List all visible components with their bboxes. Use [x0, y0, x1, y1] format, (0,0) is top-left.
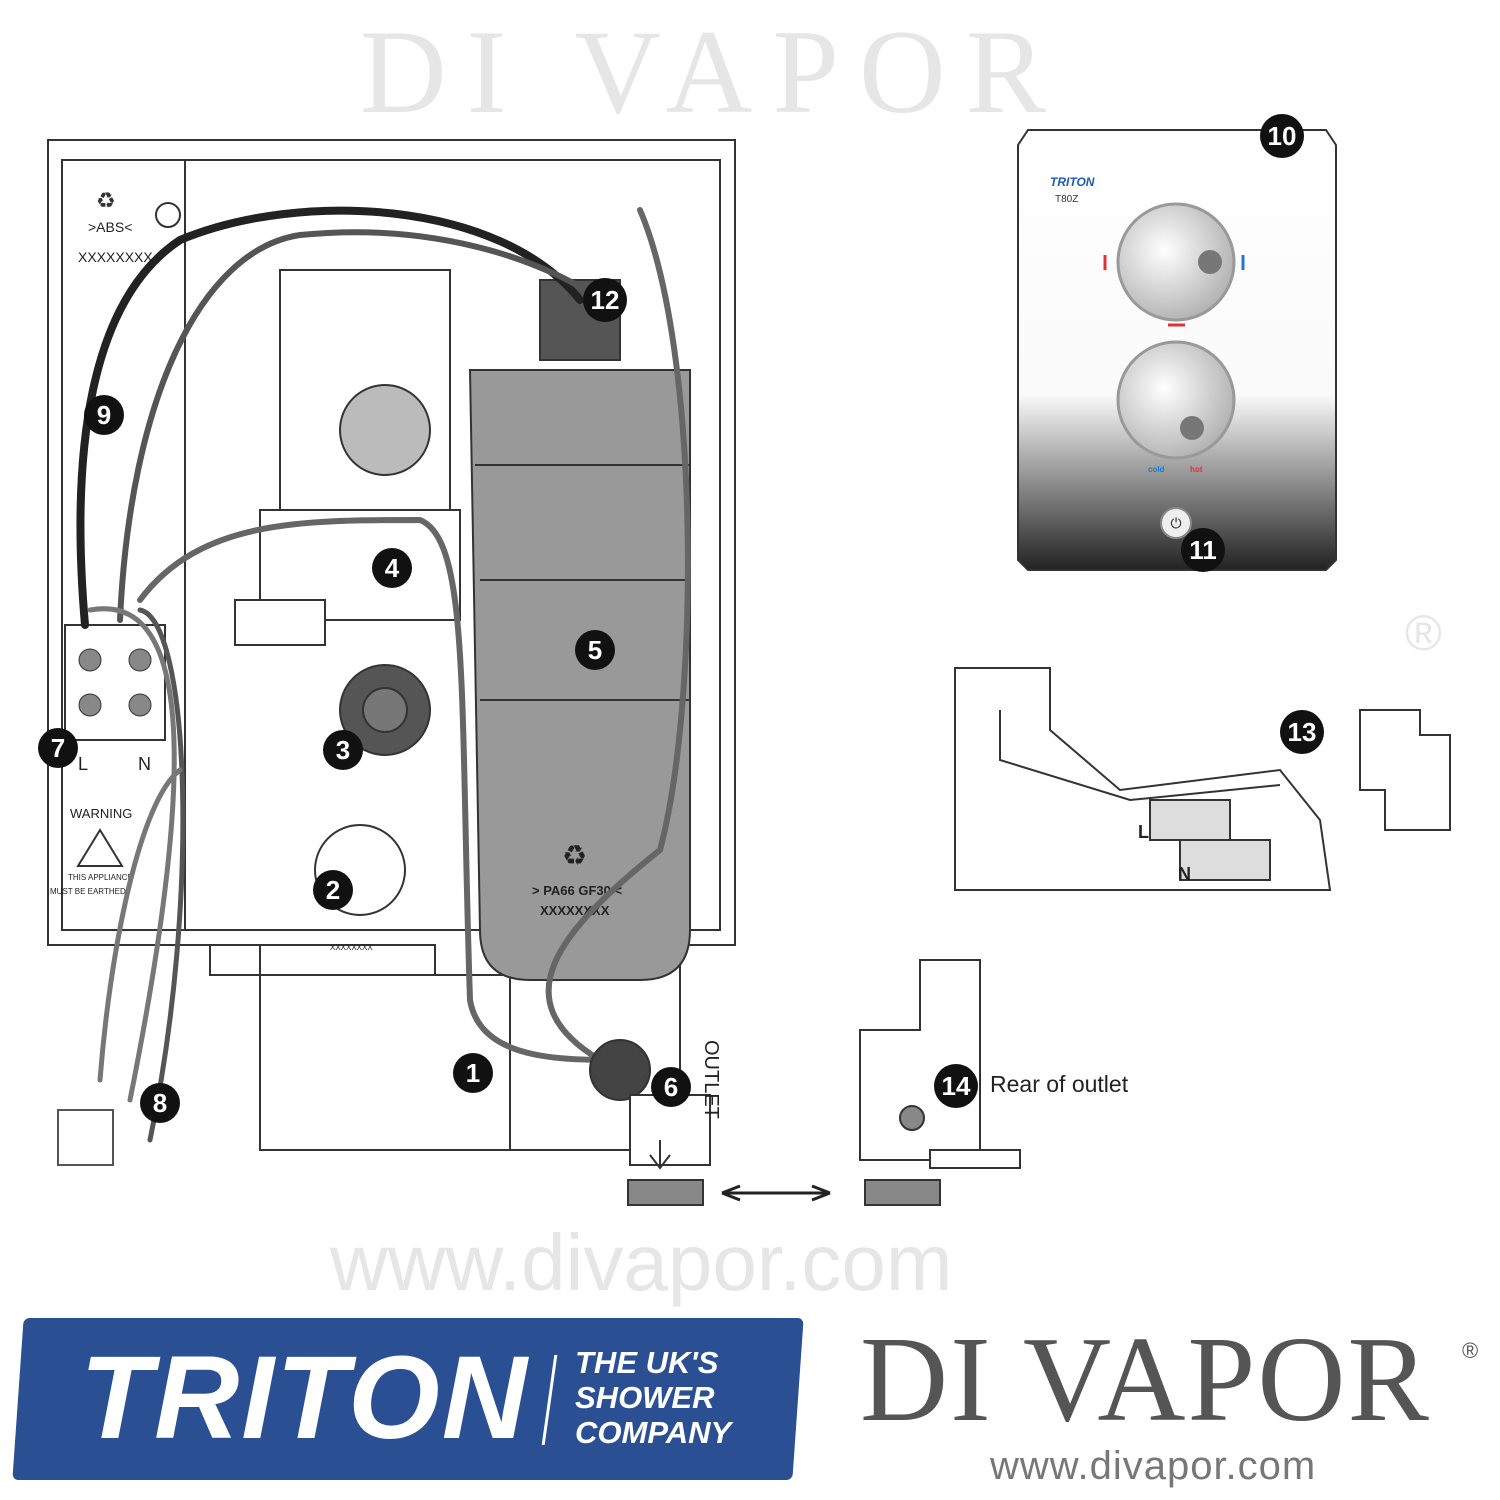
serial-label: XXXXXXXX: [78, 249, 153, 265]
block13-n-label: N: [1178, 864, 1191, 884]
tank-recycle-icon: ♻: [562, 840, 587, 871]
rear-outlet-label: Rear of outlet: [990, 1071, 1129, 1097]
hot-label: hot: [1190, 465, 1203, 474]
svg-text:4: 4: [385, 553, 400, 583]
terminal-block: [64, 624, 166, 741]
svg-text:14: 14: [942, 1071, 971, 1101]
tank-material-label: > PA66 GF30 <: [532, 883, 622, 898]
terminal-block-13: [954, 667, 1451, 891]
warning-icon: [76, 828, 124, 867]
abs-label: >ABS<: [88, 219, 132, 235]
callout-4: 4: [372, 548, 412, 588]
callout-12: 12: [583, 278, 627, 322]
watermark-url: www.divapor.com: [329, 1218, 952, 1307]
svg-text:1: 1: [466, 1058, 480, 1088]
watermark-reg: ®: [1405, 605, 1442, 661]
heater-tank: [468, 279, 691, 981]
tagline-line-2: SHOWER: [575, 1380, 715, 1415]
callout-10: 10: [1260, 114, 1304, 158]
triton-tagline: THE UK'S SHOWER COMPANY: [575, 1345, 731, 1450]
terminal-n-label: N: [138, 754, 151, 774]
callout-3: 3: [323, 730, 363, 770]
power-button[interactable]: [1160, 507, 1192, 539]
temperature-knob-grip: [1198, 250, 1222, 274]
svg-text:3: 3: [336, 735, 350, 765]
earth-symbol-icon: [155, 202, 181, 228]
svg-text:6: 6: [664, 1072, 678, 1102]
svg-text:2: 2: [326, 875, 340, 905]
triton-logo: TRITON: [80, 1332, 530, 1464]
callout-7: 7: [38, 728, 78, 768]
temperature-knob[interactable]: [1116, 202, 1236, 322]
svg-text:5: 5: [588, 635, 602, 665]
svg-text:13: 13: [1288, 717, 1317, 747]
tagline-line-1: THE UK'S: [575, 1345, 719, 1380]
callout-2: 2: [313, 870, 353, 910]
svg-text:8: 8: [153, 1088, 167, 1118]
outlet: [589, 1039, 711, 1206]
earth-notice-1: THIS APPLIANCE: [68, 873, 133, 882]
wiring: [76, 206, 691, 1143]
callout-8: 8: [140, 1083, 180, 1123]
callout-14: 14: [934, 1064, 978, 1108]
connector-plug: [57, 1109, 114, 1166]
svg-text:11: 11: [1189, 535, 1217, 565]
callout-1: 1: [453, 1053, 493, 1093]
callout-13: 13: [1280, 710, 1324, 754]
watermark-text: DI VAPOR: [360, 5, 1066, 138]
divapor-reg: ®: [1462, 1338, 1479, 1363]
warning-label: WARNING: [70, 806, 132, 821]
block13-l-label: L: [1138, 822, 1149, 842]
callout-9: 9: [84, 395, 124, 435]
power-knob[interactable]: [1116, 340, 1236, 460]
callout-11: 11: [1181, 528, 1225, 572]
control-panel: ⏻: [1017, 129, 1337, 571]
terminal-l-label: L: [78, 754, 88, 774]
tagline-line-3: COMPANY: [575, 1415, 732, 1450]
svg-text:12: 12: [591, 285, 620, 315]
callout-5: 5: [575, 630, 615, 670]
outlet-label: OUTLET: [700, 1040, 722, 1119]
double-arrow-icon: [721, 1184, 831, 1202]
power-knob-grip: [1180, 416, 1204, 440]
rear-outlet-view: [859, 959, 1021, 1206]
divapor-url[interactable]: www.divapor.com: [990, 1444, 1317, 1488]
divapor-logo: DI VAPOR: [860, 1312, 1431, 1447]
callout-6: 6: [651, 1067, 691, 1107]
power-icon: ⏻: [1170, 515, 1181, 531]
flow-valve-assembly: [234, 269, 461, 916]
cold-label: cold: [1148, 465, 1165, 474]
svg-text:10: 10: [1268, 121, 1297, 151]
panel-model: T80Z: [1055, 194, 1078, 205]
plate-code-label: XXXXXXXX: [330, 943, 373, 952]
panel-brand: TRITON: [1050, 175, 1095, 189]
recycle-icon: ♻: [96, 188, 116, 213]
earth-notice-2: MUST BE EARTHED: [50, 887, 126, 896]
svg-text:9: 9: [97, 400, 111, 430]
svg-text:7: 7: [51, 733, 65, 763]
